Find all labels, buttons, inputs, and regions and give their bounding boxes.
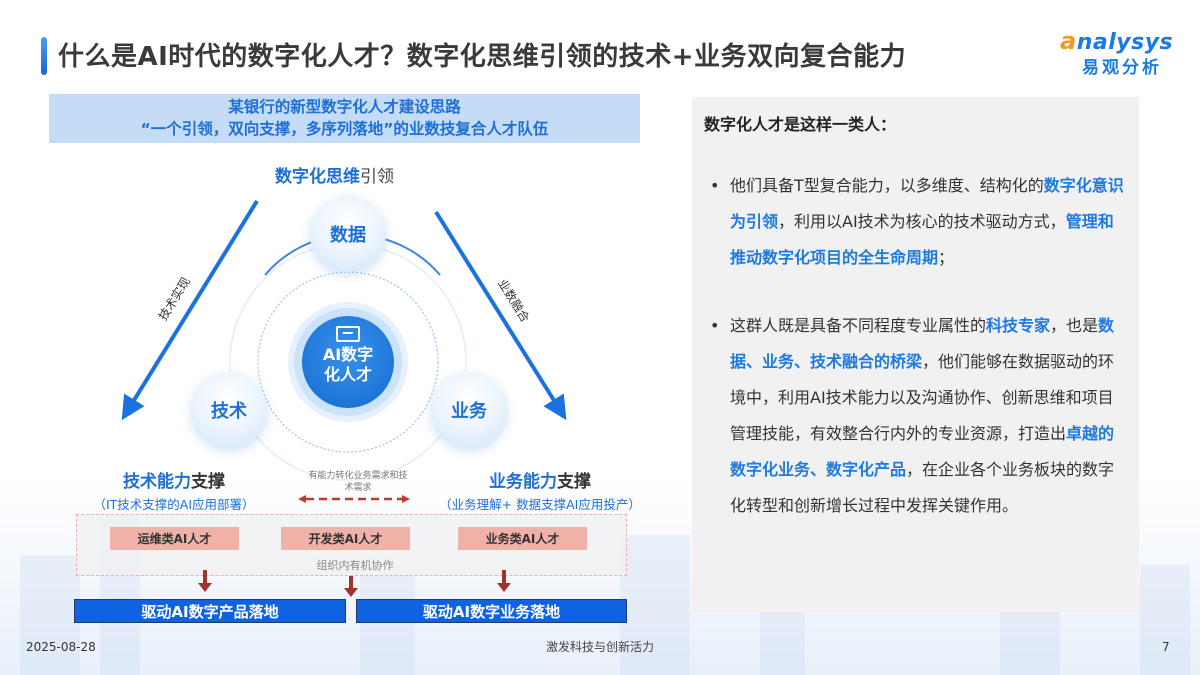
bullet-icon: • — [710, 176, 720, 195]
outcome-ai-business: 驱动AI数字业务落地 — [356, 599, 627, 623]
bullet-highlight: 卓越的数字化业务、数字化产品 — [730, 424, 1115, 479]
node-data: 数据 — [310, 196, 386, 272]
arrow-label-tech-realization: 技术实现 — [155, 274, 194, 323]
bullet-text: ，在企业各个业务板块的数字化转型和创新增长过程中发挥关键作用。 — [730, 460, 1115, 515]
bidirectional-dashed-arrow — [298, 495, 410, 503]
role-business-ai-talent: 业务类AI人才 — [458, 527, 587, 550]
bullet-highlight: 数字化意识为引领 — [730, 176, 1124, 231]
page-number: 7 — [1162, 640, 1170, 654]
analysys-logo: analysys 易观分析 — [1060, 27, 1185, 78]
logo-mark: a — [1060, 27, 1077, 55]
page-title: 什么是AI时代的数字化人才？数字化思维引领的技术+业务双向复合能力 — [58, 42, 907, 72]
logo-text-en: nalysys — [1076, 30, 1174, 55]
panel-heading: 数字化人才是这样一类人： — [704, 115, 897, 134]
tech-capability-title: 技术能力 — [123, 472, 191, 492]
bullet-highlight: 数据、业务、技术融合的桥梁 — [730, 316, 1115, 371]
bullet-item: • 这群人既是具备不同程度专业属性的科技专家，也是数据、业务、技术融合的桥梁，他… — [704, 308, 1127, 524]
business-capability-sub: （业务理解+ 数据支撑AI应用投产） — [439, 497, 641, 512]
banner-line-2: “一个引领，双向支撑，多序列落地”的业数技复合人才队伍 — [140, 120, 549, 138]
bullet-text: ，利用以AI技术为核心的技术驱动方式， — [778, 212, 1066, 231]
node-business: 业务 — [431, 372, 507, 448]
down-arrow-icon — [198, 570, 212, 592]
lead-label-rest: 引领 — [360, 167, 394, 187]
role-dev-ai-talent: 开发类AI人才 — [281, 527, 410, 550]
down-arrow-icon — [344, 576, 358, 597]
tech-capability: 技术能力支撑 （IT技术支撑的AI应用部署） — [64, 467, 284, 513]
business-capability-title: 业务能力 — [489, 472, 557, 492]
tech-capability-sub: （IT技术支撑的AI应用部署） — [93, 497, 255, 512]
bullet-text: 这群人既是具备不同程度专业属性的 — [730, 316, 987, 335]
banner-line-1: 某银行的新型数字化人才建设思路 — [228, 98, 461, 116]
definition-panel: 数字化人才是这样一类人： • 他们具备T型复合能力，以多维度、结构化的数字化意识… — [692, 97, 1139, 612]
bullet-item: • 他们具备T型复合能力，以多维度、结构化的数字化意识为引领，利用以AI技术为核… — [704, 168, 1127, 276]
logo-text-cn: 易观分析 — [1082, 58, 1162, 78]
footer-date: 2025-08-28 — [26, 640, 96, 654]
business-capability: 业务能力支撑 （业务理解+ 数据支撑AI应用投产） — [420, 467, 660, 513]
outcome-ai-product: 驱动AI数字产品落地 — [74, 599, 346, 623]
bullet-text: ； — [938, 248, 955, 267]
monitor-chart-icon — [336, 326, 360, 342]
org-collaboration-note: 组织内有机协作 — [316, 559, 394, 572]
title-accent-bar — [41, 37, 47, 75]
node-tech: 技术 — [191, 372, 267, 448]
role-ops-ai-talent: 运维类AI人才 — [110, 527, 239, 550]
core-ai-talent: AI数字 化人才 — [302, 316, 394, 408]
core-line-2: 化人才 — [323, 365, 372, 384]
arrow-label-business-data-fusion: 业数融合 — [494, 276, 533, 325]
bullet-highlight: 管理和推动数字化项目的全生命周期 — [730, 212, 1114, 267]
core-line-1: AI数字 — [322, 345, 374, 364]
bullet-text: 他们具备T型复合能力，以多维度、结构化的 — [730, 176, 1044, 195]
bullet-text: ，也是 — [1050, 316, 1099, 335]
bullet-text: ，他们能够在数据驱动的环境中，利用AI技术能力以及沟通协作、创新思维和项目管理技… — [730, 352, 1115, 443]
bullet-highlight: 科技专家 — [986, 316, 1051, 335]
lead-label-highlight: 数字化思维 — [275, 167, 360, 187]
down-arrow-icon — [497, 570, 511, 592]
footer-slogan: 激发科技与创新活力 — [545, 640, 654, 654]
tech-capability-title-suffix: 支撑 — [191, 472, 225, 492]
business-capability-title-suffix: 支撑 — [557, 472, 591, 492]
lead-label: 数字化思维引领 — [275, 162, 394, 187]
conversion-note: 有能力转化业务需求和技术需求 — [308, 471, 408, 493]
strategy-banner: 某银行的新型数字化人才建设思路 “一个引领，双向支撑，多序列落地”的业数技复合人… — [49, 94, 640, 143]
bullet-icon: • — [710, 316, 720, 335]
